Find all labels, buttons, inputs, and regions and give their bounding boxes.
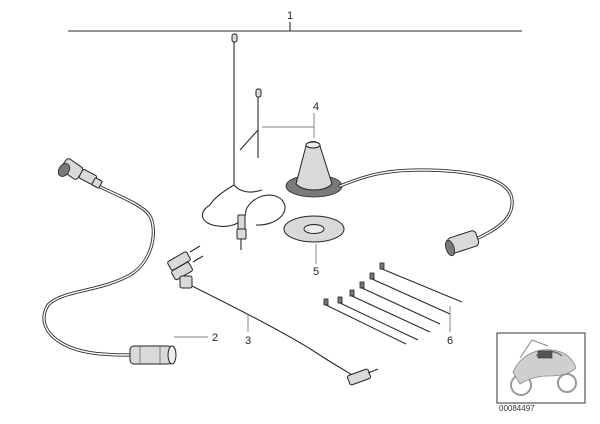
cable-tie	[359, 281, 441, 325]
callout-4: 4	[313, 101, 319, 113]
vehicle-thumbnail: 00084497	[496, 332, 586, 413]
cable-tie	[349, 289, 431, 333]
part-4-coax-cable	[338, 168, 514, 257]
part-6-cable-ties: 6	[323, 262, 463, 347]
part-2-cable	[42, 181, 155, 357]
cable-tie	[337, 296, 419, 341]
part-3-cable	[189, 284, 355, 377]
reference-code: 00084497	[499, 404, 535, 413]
part-3-angled-plug	[167, 245, 204, 289]
part-2-socket	[129, 345, 177, 365]
part-4-antenna-base	[285, 141, 343, 198]
part-2-angled-plug	[57, 158, 103, 189]
callout-1: 1	[287, 10, 293, 22]
callout-6: 6	[447, 335, 453, 347]
part-4-antenna: 4	[201, 33, 514, 257]
assembly-header: 1	[68, 10, 522, 32]
part-4-antenna-rod	[201, 33, 286, 250]
cable-tie	[323, 298, 407, 345]
part-3-end-plug	[347, 368, 379, 386]
cable-tie	[379, 262, 463, 303]
part-3-adapter-cable: 3	[167, 245, 379, 386]
motorcycle-icon	[510, 339, 577, 396]
part-5-pad: 5	[283, 215, 345, 278]
callout-3: 3	[245, 335, 251, 347]
cable-tie	[369, 272, 451, 315]
part-2-extension-cable: 2	[42, 158, 218, 365]
callout-2: 2	[212, 332, 218, 344]
callout-4-leader	[262, 126, 315, 138]
callout-5: 5	[313, 266, 319, 278]
